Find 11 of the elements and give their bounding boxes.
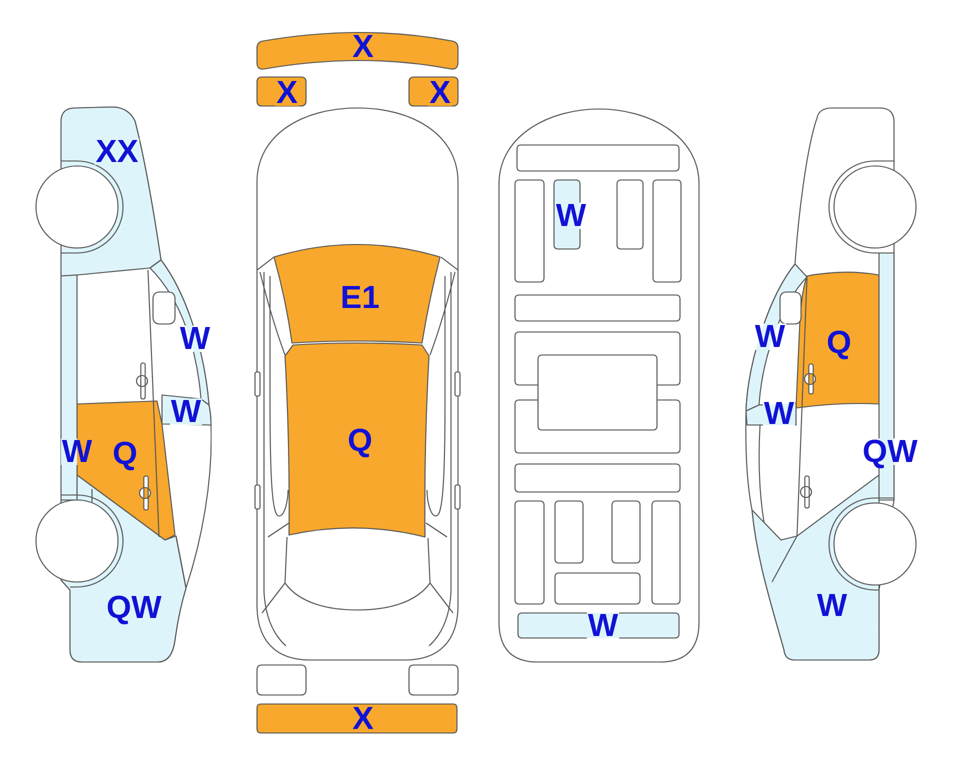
node-label: W (180, 327, 210, 350)
node-label: W (754, 325, 786, 348)
window-panel: W (745, 402, 797, 426)
bumper-panel: X (256, 703, 458, 734)
windshield-panel: E1 (273, 244, 441, 344)
roof-panel: Q (284, 342, 430, 538)
rocker-panel: W (60, 274, 92, 501)
bumper-panel: X (256, 32, 459, 70)
window-panel: W (161, 394, 212, 426)
lamp-panel: X (256, 76, 307, 107)
lamp-panel: X (408, 76, 459, 107)
